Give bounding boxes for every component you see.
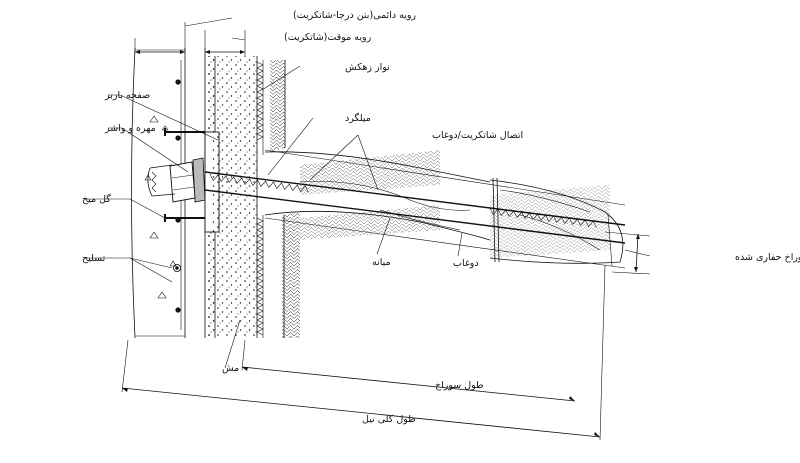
label-nut-and-washer: مهره و واشر bbox=[104, 123, 156, 134]
nail-head-assembly bbox=[147, 128, 220, 233]
total-length-dim bbox=[121, 387, 601, 438]
drain-strip bbox=[256, 60, 264, 338]
label-temporary-facing: رویه موقت(شاتکریت) bbox=[284, 32, 372, 43]
label-hole-length: طول سوراخ bbox=[435, 380, 484, 391]
label-drill-hole: سوراخ حفاری شده bbox=[735, 252, 800, 263]
label-drain-strip: نوار زهکش bbox=[345, 62, 390, 73]
grout-body bbox=[264, 151, 624, 264]
label-total-nail-length: طول کلی نیل bbox=[362, 414, 416, 425]
dimension-lines bbox=[121, 22, 651, 441]
soil-mass bbox=[270, 60, 610, 338]
label-reinforcement: تسلیح bbox=[82, 253, 106, 264]
label-bearing-plate: صفحه باربر bbox=[104, 90, 150, 101]
hole-length-dim bbox=[241, 366, 576, 402]
label-permanent-facing: رویه دائمی(بتن درجا-شاتکریت) bbox=[293, 10, 416, 21]
nut bbox=[169, 161, 196, 203]
label-headed-stud: گل میخ bbox=[82, 193, 111, 205]
label-mesh: مش bbox=[222, 363, 239, 374]
leader-lines bbox=[85, 17, 651, 369]
aggregate-marks bbox=[144, 115, 177, 299]
label-centralizer: میانه bbox=[372, 257, 391, 268]
label-shotcrete-grout-joint: اتصال شاتکریت/دوغاب bbox=[432, 130, 523, 141]
label-tendon: میلگرد bbox=[345, 112, 371, 124]
label-grout: دوغاب bbox=[453, 258, 479, 269]
drill-hole-outline bbox=[264, 149, 626, 269]
text-labels: رویه دائمی(بتن درجا-شاتکریت) رویه موقت(ش… bbox=[82, 10, 800, 425]
nail-tendon bbox=[204, 171, 626, 244]
